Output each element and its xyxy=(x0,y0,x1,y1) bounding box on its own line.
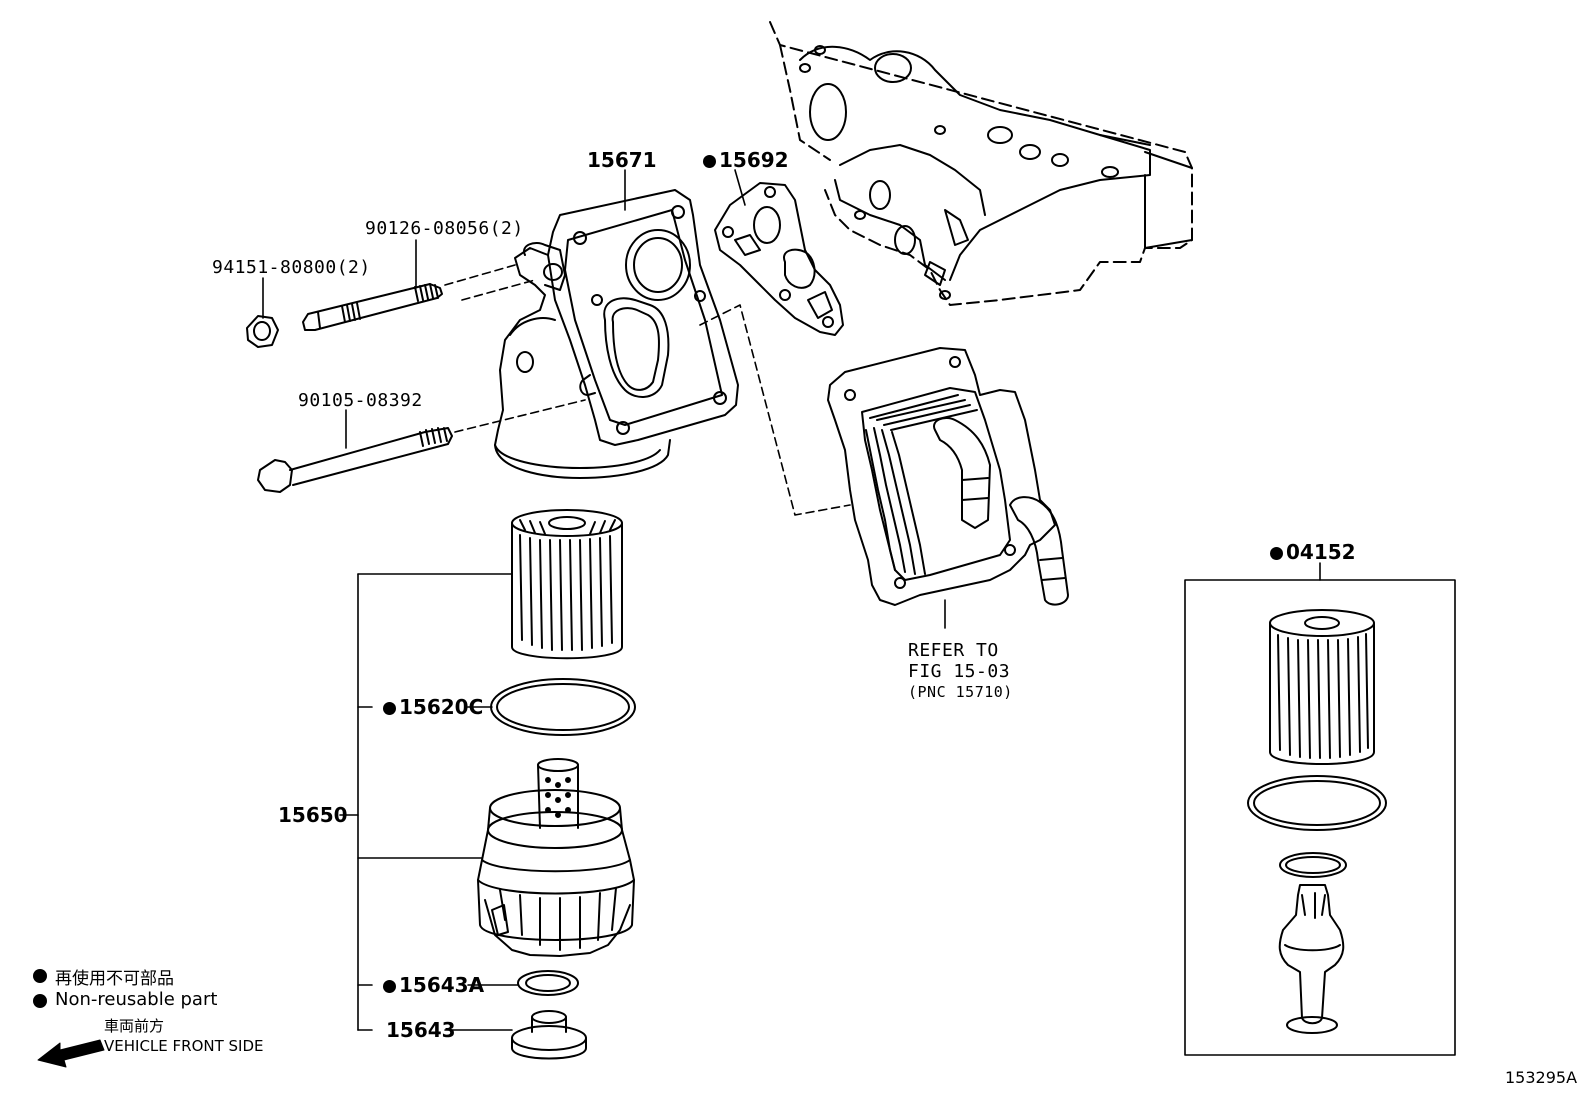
vehicle-front-arrow xyxy=(37,1039,105,1068)
part-number-90105[interactable]: 90105-08392 xyxy=(298,390,423,411)
part-number-94151[interactable]: 94151-80800(2) xyxy=(212,257,371,278)
o-ring-15620c-inner xyxy=(496,683,630,731)
washer-15643a-inner xyxy=(525,974,571,992)
refer-note[interactable]: REFER TO FIG 15-03 (PNC 15710) xyxy=(908,640,1013,703)
filter-element xyxy=(511,509,623,660)
legend-dot-jp xyxy=(33,969,47,983)
legend-front-jp: 車両前方 xyxy=(104,1017,165,1035)
part-number-15643a[interactable]: 15643A xyxy=(383,973,484,997)
non-reusable-dot xyxy=(383,980,396,993)
nut-94151 xyxy=(246,315,279,348)
kit-box-04152 xyxy=(1184,579,1456,1056)
washer-15643a xyxy=(517,970,579,996)
part-number-04152[interactable]: 04152 xyxy=(1270,540,1356,564)
refer-line-2: FIG 15-03 xyxy=(908,661,1011,682)
part-number-04152-text: 04152 xyxy=(1286,540,1356,564)
part-number-15620c[interactable]: 15620C xyxy=(383,695,483,719)
non-reusable-dot xyxy=(383,702,396,715)
part-number-90126[interactable]: 90126-08056(2) xyxy=(365,218,524,239)
filter-cap xyxy=(477,758,635,957)
legend-dot-en xyxy=(33,994,47,1008)
non-reusable-dot xyxy=(1270,547,1283,560)
oil-cooler xyxy=(827,347,1069,606)
o-ring-15620c xyxy=(490,678,636,736)
stud-bolt-90126 xyxy=(302,283,443,331)
legend-nonreusable-en: Non-reusable part xyxy=(55,989,218,1010)
non-reusable-dot xyxy=(703,155,716,168)
refer-line-3: (PNC 15710) xyxy=(908,683,1013,701)
part-number-15643[interactable]: 15643 xyxy=(386,1018,456,1042)
engine-block xyxy=(769,21,1193,306)
part-number-15643a-text: 15643A xyxy=(399,973,485,997)
part-number-15692[interactable]: 15692 xyxy=(703,148,789,172)
part-number-15692-text: 15692 xyxy=(719,148,789,172)
figure-id: 153295A xyxy=(1505,1068,1578,1087)
alignment-lines xyxy=(444,264,851,516)
part-number-15650[interactable]: 15650 xyxy=(278,803,348,827)
legend-front-en: VEHICLE FRONT SIDE xyxy=(104,1037,264,1055)
part-number-15620c-text: 15620C xyxy=(399,695,484,719)
part-number-15671[interactable]: 15671 xyxy=(587,148,657,172)
leader-lines xyxy=(262,169,1321,1031)
drain-plug-15643 xyxy=(511,1010,587,1060)
refer-line-1: REFER TO xyxy=(908,640,999,661)
oil-filter-bracket-15671 xyxy=(494,189,739,479)
legend-nonreusable-jp: 再使用不可部品 xyxy=(55,969,174,989)
gasket-15692 xyxy=(714,182,844,336)
bolt-90105 xyxy=(257,427,453,493)
